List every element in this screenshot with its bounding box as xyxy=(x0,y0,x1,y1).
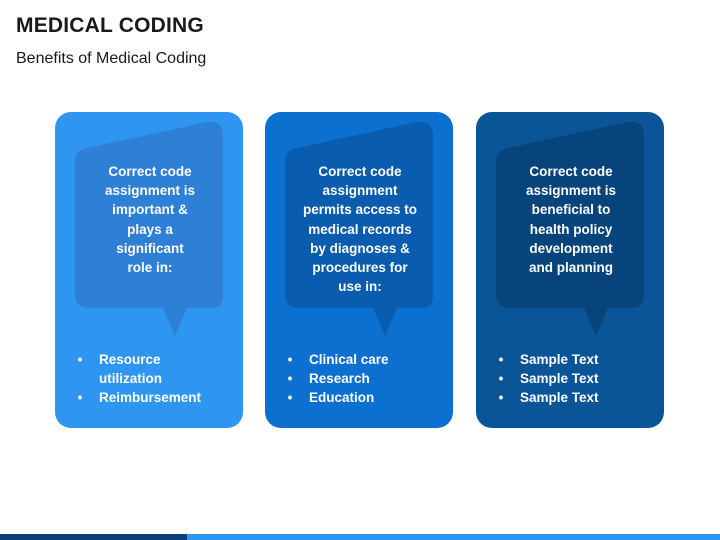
bubble-line: plays a xyxy=(127,221,173,237)
bubble-line: significant xyxy=(116,240,184,256)
speech-bubble-path xyxy=(285,121,433,337)
bullet-list: •Sample Text •Sample Text •Sample Text xyxy=(494,350,659,408)
footer-accent-bar xyxy=(0,534,720,540)
bubble-line: assignment is xyxy=(525,183,617,199)
bullet-dot-icon: • xyxy=(287,390,293,406)
bullet-dot-icon: • xyxy=(498,390,504,406)
bubble-line: medical records xyxy=(308,221,412,237)
slide-title: MEDICAL CODING xyxy=(16,14,204,37)
bubble-text: Correct code assignment permits access t… xyxy=(293,162,427,296)
benefit-card-1: Correct code assignment is important & p… xyxy=(55,112,243,428)
bubble-text: Correct code assignment is important & p… xyxy=(89,162,211,277)
benefit-card-3: Correct code assignment is beneficial to… xyxy=(476,112,664,428)
speech-bubble-shape xyxy=(496,121,644,337)
bullet-dot-icon: • xyxy=(498,352,504,367)
bubble-line: development xyxy=(529,240,613,256)
bubble-line: by diagnoses & xyxy=(310,240,410,256)
speech-bubble-path xyxy=(75,121,223,337)
bubble-line: Correct code xyxy=(108,164,192,179)
bubble-line: use in: xyxy=(338,279,382,295)
list-item: •Sample Text xyxy=(494,350,659,369)
list-item: •Education xyxy=(283,388,448,407)
speech-bubble-shape xyxy=(75,121,223,337)
bubble-line: permits access to xyxy=(302,202,418,218)
speech-bubble-path xyxy=(496,121,644,337)
bubble-line: and planning xyxy=(529,260,613,276)
list-item: •Reimbursement xyxy=(73,388,238,407)
bullet-dot-icon: • xyxy=(287,352,293,367)
bubble-line: role in: xyxy=(127,260,173,276)
bubble-line: health policy xyxy=(529,221,613,237)
bubble-line: procedures for xyxy=(312,260,408,276)
bubble-line: beneficial to xyxy=(531,202,611,218)
bullet-dot-icon: • xyxy=(77,352,83,367)
slide-subtitle: Benefits of Medical Coding xyxy=(16,50,207,67)
bubble-text: Correct code assignment is beneficial to… xyxy=(510,162,632,277)
bubble-line: assignment xyxy=(322,183,398,199)
bubble-line: important & xyxy=(112,202,188,218)
bubble-line: Correct code xyxy=(318,164,402,179)
bubble-line: Correct code xyxy=(529,164,613,179)
speech-bubble-shape xyxy=(285,121,433,337)
bullet-list: •Clinical care •Research •Education xyxy=(283,350,448,408)
list-item: •Sample Text xyxy=(494,369,659,388)
bullet-dot-icon: • xyxy=(498,371,504,387)
list-item: •Clinical care xyxy=(283,350,448,369)
bubble-line: assignment is xyxy=(104,183,196,199)
list-item: •Sample Text xyxy=(494,388,659,407)
list-item: •Research xyxy=(283,369,448,388)
bullet-dot-icon: • xyxy=(287,371,293,387)
bullet-dot-icon: • xyxy=(77,390,83,406)
benefit-card-2: Correct code assignment permits access t… xyxy=(265,112,453,428)
